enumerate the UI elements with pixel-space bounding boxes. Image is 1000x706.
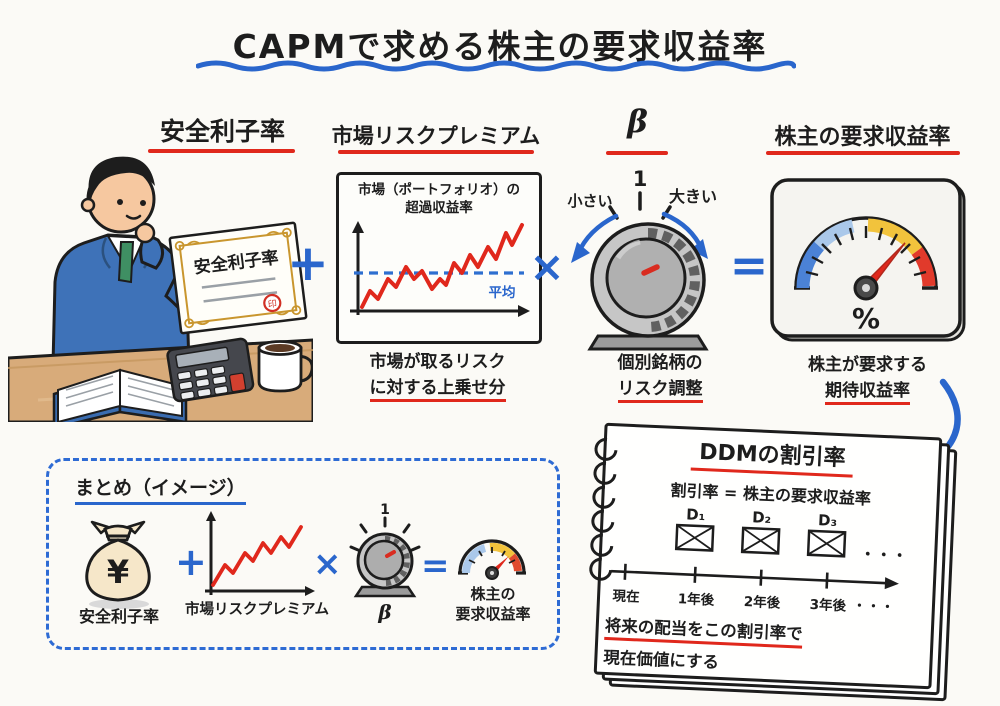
timeline-dots: ・・・ xyxy=(852,598,896,616)
dial-inner xyxy=(605,237,687,319)
dividend-dots: ・・・ xyxy=(859,545,909,566)
summary-item4-line1: 株主の xyxy=(470,585,516,603)
header-required-return-underline xyxy=(766,151,960,155)
dial-base xyxy=(587,334,709,351)
mini-dial-icon: 1 xyxy=(349,502,421,598)
envelope-icon xyxy=(674,523,715,552)
header-market-premium-underline xyxy=(338,150,534,154)
summary-item4-line2: 要求収益率 xyxy=(455,604,531,623)
eye-left xyxy=(117,199,123,205)
money-bag-icon: ¥ xyxy=(85,520,151,609)
timeline-label-2y: 2年後 xyxy=(743,593,781,612)
market-chart-panel: 市場（ポートフォリオ）の 超過収益率 平均 xyxy=(336,172,542,344)
dividend-3: D₃ xyxy=(804,511,850,563)
excess-return-line xyxy=(360,223,524,310)
summary-item3-label: β xyxy=(378,600,392,624)
summary-header: まとめ（イメージ） xyxy=(75,473,246,505)
market-caption-line2: に対する上乗せ分 xyxy=(369,378,506,403)
coffee-mug xyxy=(257,340,313,393)
hair xyxy=(88,156,155,205)
seal-char: 印 xyxy=(267,297,277,310)
timeline-label-now: 現在 xyxy=(612,588,640,606)
dividend-1: D₁ xyxy=(672,505,718,557)
excess-return-chart: 平均 xyxy=(350,221,530,318)
header-required-return: 株主の要求収益率 xyxy=(774,125,951,150)
dividend-2-label: D₂ xyxy=(751,508,772,528)
gauge-illustration: % xyxy=(770,178,966,342)
summary-equals: = xyxy=(421,546,450,586)
header-market-premium: 市場リスクプレミアム xyxy=(331,124,541,148)
page-title: CAPMで求める株主の要求収益率 xyxy=(232,27,768,66)
notebook-caption-line1: 将来の配当をこの割引率で xyxy=(604,611,804,649)
gauge-arc-blue xyxy=(796,241,825,289)
dividend-1-label: D₁ xyxy=(685,505,706,525)
gauge-unit: % xyxy=(852,302,880,335)
dividend-3-label: D₃ xyxy=(817,511,838,530)
open-book xyxy=(52,368,188,422)
yen-symbol: ¥ xyxy=(107,553,129,591)
gauge-outline xyxy=(794,216,938,289)
eye-right xyxy=(140,200,146,206)
notebook-page: DDMの割引率 割引率 = 株主の要求収益率 D₁ D₂ xyxy=(584,422,943,690)
dividend-2: D₂ xyxy=(738,508,784,560)
smaller-label: 小さい xyxy=(567,192,612,210)
notebook-title: DDMの割引率 xyxy=(690,433,855,478)
mini-chart-icon xyxy=(205,511,315,596)
chart-title-line1: 市場（ポートフォリオ）の xyxy=(358,182,520,198)
notebook: DDMの割引率 割引率 = 株主の要求収益率 D₁ D₂ xyxy=(584,422,986,704)
larger-label: 大きい xyxy=(669,187,717,206)
summary-item4-label: 株主の 要求収益率 xyxy=(447,585,539,624)
beta-caption-line2: リスク調整 xyxy=(617,379,703,404)
man-at-desk-illustration: 安全利子率 印 xyxy=(8,156,313,422)
market-caption: 市場が取るリスク に対する上乗せ分 xyxy=(330,349,545,403)
gauge-arc-lightblue xyxy=(814,219,855,251)
summary-box: まとめ（イメージ） ¥ 安全利子率 + 市場リスクプレミアム × 1 xyxy=(46,458,560,650)
gauge-arc-red xyxy=(911,247,936,287)
header-risk-free: 安全利子率 xyxy=(159,117,285,146)
notebook-caption-line2: 現在価値にする xyxy=(603,647,720,672)
times-operator: × xyxy=(529,242,565,291)
envelope-icon xyxy=(740,526,781,555)
certificate: 安全利子率 印 xyxy=(168,221,308,335)
header-beta-underline xyxy=(606,151,668,155)
timeline-label-3y: 3年後 xyxy=(809,596,847,615)
title-wavy-underline xyxy=(196,60,796,72)
envelope-icon xyxy=(806,529,847,558)
calculator xyxy=(166,337,255,403)
summary-item2-label: 市場リスクプレミアム xyxy=(185,602,329,618)
required-caption-line2: 期待収益率 xyxy=(825,381,910,406)
dial-indicator xyxy=(641,264,660,276)
equals-operator: = xyxy=(729,238,769,292)
timeline xyxy=(611,563,899,590)
beta-dial-illustration: 1 小さい 大きい xyxy=(567,167,717,351)
summary-plus: + xyxy=(175,540,207,584)
hand xyxy=(134,222,156,244)
dividend-row: D₁ D₂ D₃ xyxy=(602,502,936,574)
dial-serration xyxy=(647,228,700,332)
beta-caption: 個別銘柄の リスク調整 xyxy=(575,350,745,404)
chart-title-line2: 超過収益率 xyxy=(405,199,473,216)
header-beta: β xyxy=(627,104,648,140)
tie xyxy=(117,241,135,284)
timeline-label-1y: 1年後 xyxy=(677,591,715,609)
required-caption-line1: 株主が要求する xyxy=(808,355,927,375)
plus-operator: + xyxy=(287,234,329,292)
mini-dial-value: 1 xyxy=(380,502,390,518)
beta-caption-line1: 個別銘柄の xyxy=(617,353,703,373)
ear xyxy=(80,197,96,213)
seal-icon xyxy=(263,293,282,313)
gauge-arc-yellow xyxy=(867,218,923,256)
smile xyxy=(125,214,142,220)
mini-gauge-icon xyxy=(458,539,526,580)
average-label: 平均 xyxy=(489,284,516,301)
summary-item1-label: 安全利子率 xyxy=(78,607,159,626)
market-caption-line1: 市場が取るリスク xyxy=(369,352,506,372)
summary-times: × xyxy=(313,544,342,584)
required-return-caption: 株主が要求する 期待収益率 xyxy=(770,352,965,406)
header-risk-free-underline xyxy=(148,149,295,153)
gauge-ticks xyxy=(805,226,927,277)
dial-value-one: 1 xyxy=(633,167,648,191)
